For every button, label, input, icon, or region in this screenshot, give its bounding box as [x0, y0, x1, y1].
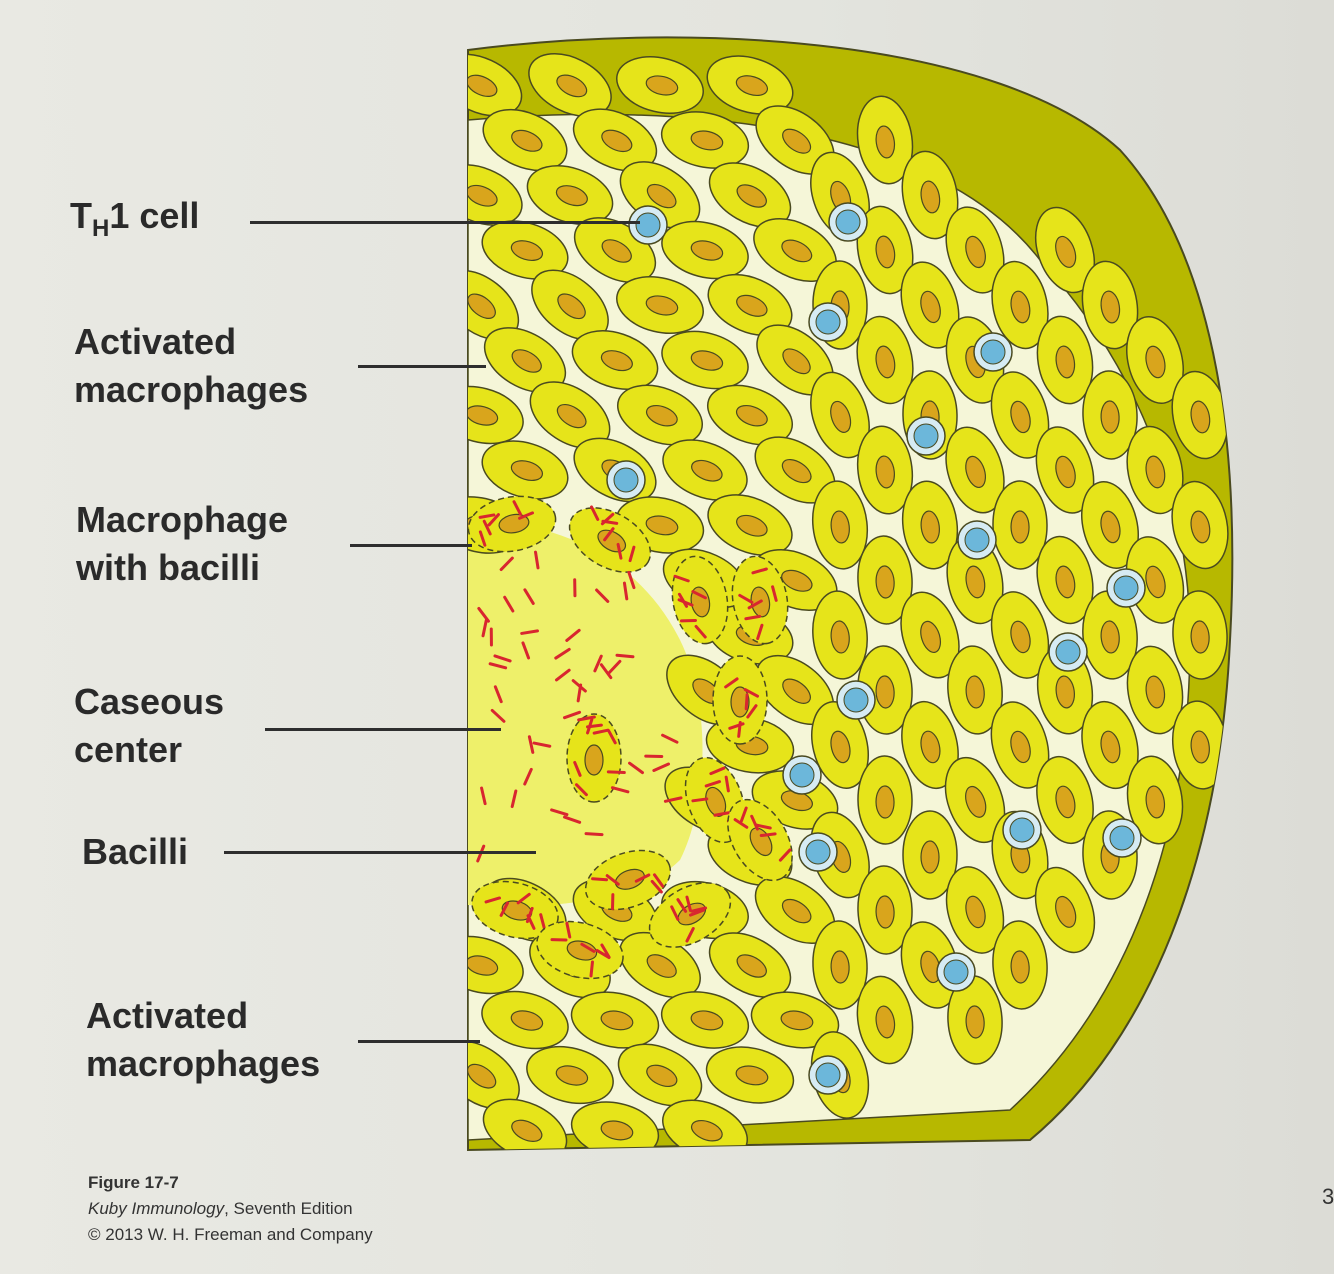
th1-cell: [837, 681, 875, 719]
bacillus: [593, 879, 607, 880]
caption-copyright: © 2013 W. H. Freeman and Company: [88, 1222, 373, 1248]
label-caseous-center: Caseous center: [74, 678, 224, 774]
th1-cell: [907, 417, 945, 455]
leader-line-mac-bacilli: [350, 544, 472, 547]
figure-caption: Figure 17-7 Kuby Immunology, Seventh Edi…: [88, 1170, 373, 1248]
bacillus: [617, 655, 633, 656]
leader-line-activated-bottom: [358, 1040, 480, 1043]
th1-main: T: [70, 195, 92, 236]
leader-line-bacilli: [224, 851, 536, 854]
th1-cell: [629, 206, 667, 244]
label-line: macrophages: [74, 366, 308, 414]
bacillus: [761, 834, 775, 836]
th1-cell: [783, 756, 821, 794]
bacillus: [586, 834, 602, 835]
th1-cell: [809, 303, 847, 341]
label-activated-macrophages-bottom: Activated macrophages: [86, 992, 320, 1088]
th1-cell: [958, 521, 996, 559]
leader-line-th1: [250, 221, 640, 224]
th1-cell: [937, 953, 975, 991]
leader-line-activated-top: [358, 365, 486, 368]
leader-line-caseous: [265, 728, 501, 731]
label-macrophage-with-bacilli: Macrophage with bacilli: [76, 496, 288, 592]
label-line: Activated: [74, 318, 308, 366]
label-th1-cell: TH1 cell: [70, 192, 199, 253]
label-line: Bacilli: [82, 831, 188, 872]
book-edition: , Seventh Edition: [224, 1199, 353, 1218]
bacillus: [591, 962, 592, 976]
label-line: Caseous: [74, 678, 224, 726]
page-number: 3: [1322, 1184, 1334, 1210]
label-line: Activated: [86, 992, 320, 1040]
bacillus: [693, 799, 707, 801]
bacillus: [746, 695, 747, 709]
th1-subscript: H: [92, 215, 109, 242]
th1-cell: [809, 1056, 847, 1094]
bacillus: [608, 772, 624, 773]
caption-source: Kuby Immunology, Seventh Edition: [88, 1196, 373, 1222]
figure-number: Figure 17-7: [88, 1170, 373, 1196]
th1-cell: [799, 833, 837, 871]
activated-macrophage: [857, 756, 912, 845]
th1-cell: [1049, 633, 1087, 671]
th1-cell: [1003, 811, 1041, 849]
label-line: center: [74, 726, 224, 774]
label-line: Macrophage: [76, 496, 288, 544]
label-line: with bacilli: [76, 544, 288, 592]
th1-cell: [1107, 569, 1145, 607]
macrophage-with-bacilli: [713, 656, 767, 744]
label-activated-macrophages-top: Activated macrophages: [74, 318, 308, 414]
th1-cell: [607, 461, 645, 499]
th1-rest: 1 cell: [109, 195, 199, 236]
th1-cell: [1103, 819, 1141, 857]
th1-cell: [974, 333, 1012, 371]
label-bacilli: Bacilli: [82, 828, 188, 876]
th1-cell: [829, 203, 867, 241]
label-line: macrophages: [86, 1040, 320, 1088]
book-title: Kuby Immunology: [88, 1199, 224, 1218]
